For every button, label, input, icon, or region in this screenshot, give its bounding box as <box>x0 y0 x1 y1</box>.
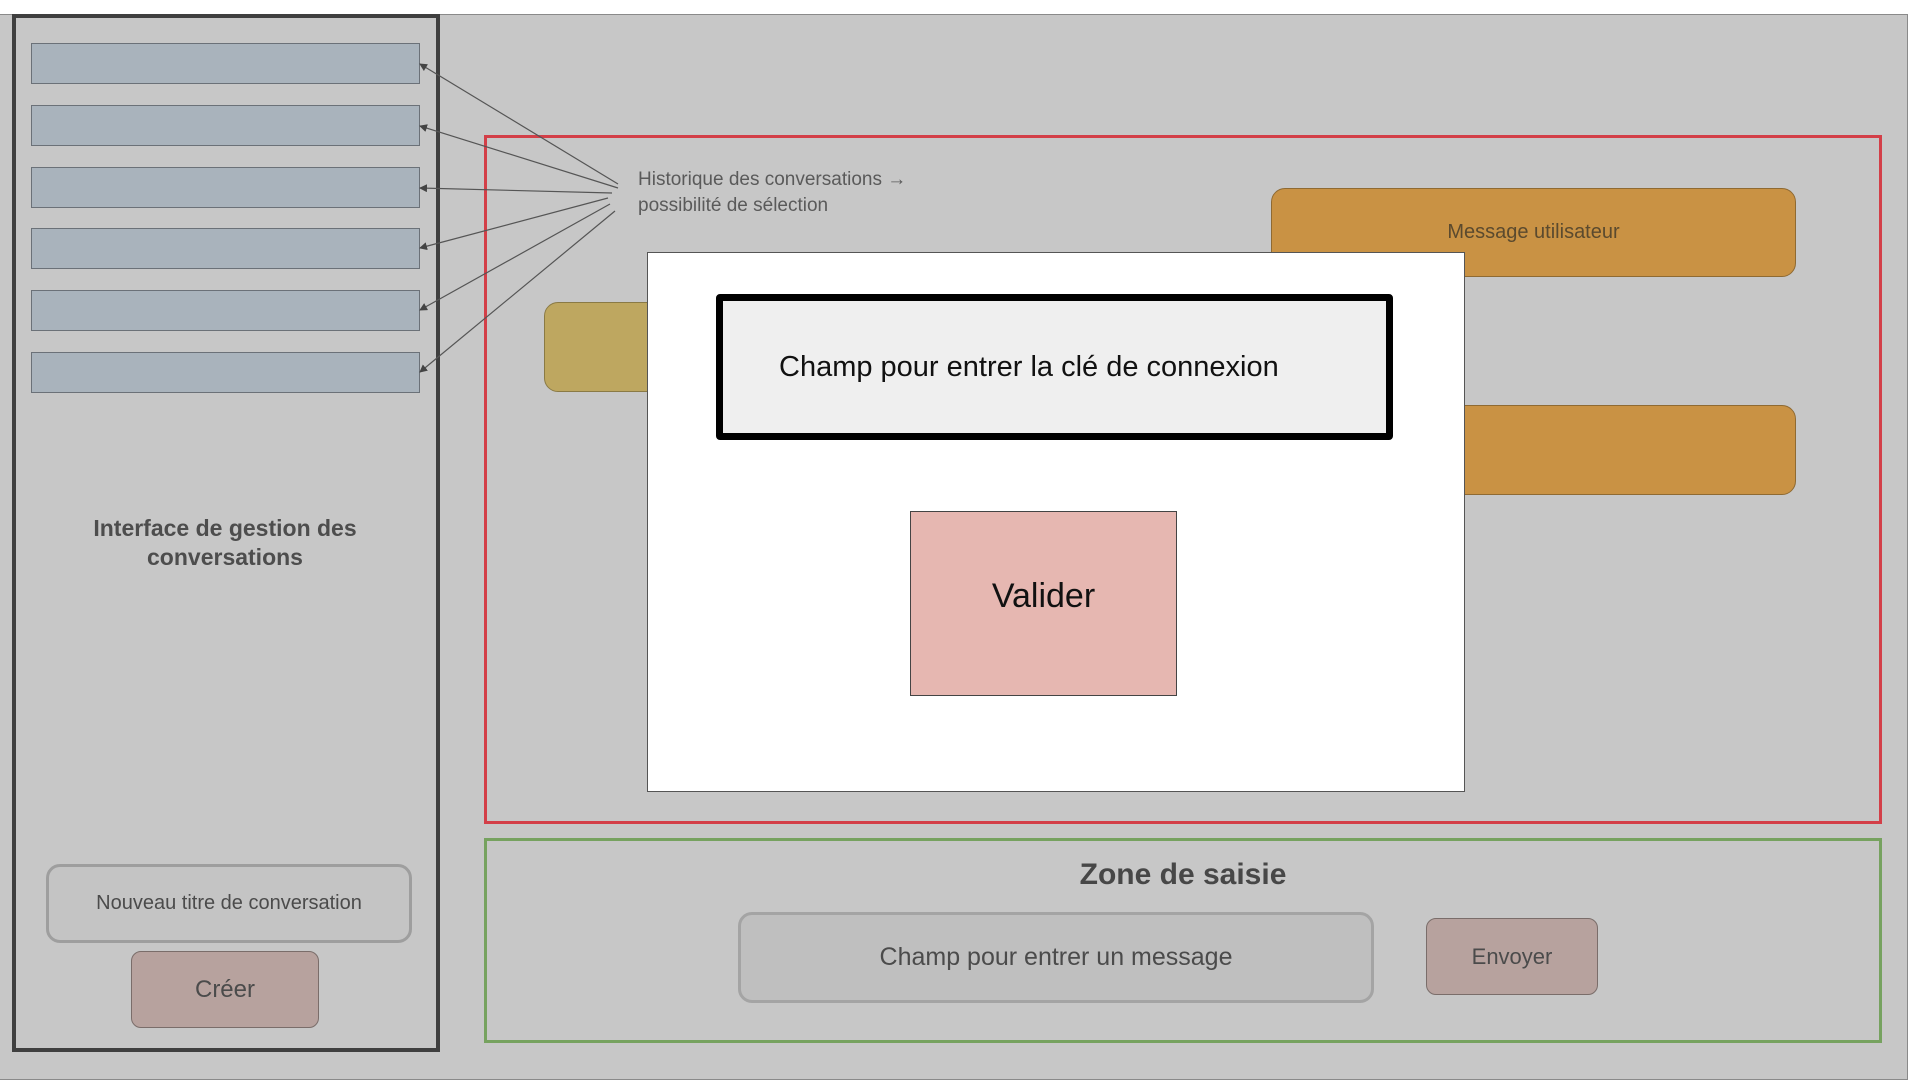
connection-key-label: Champ pour entrer la clé de connexion <box>779 350 1279 383</box>
conversation-sidebar <box>12 14 440 1052</box>
user-message-label: Message utilisateur <box>1447 221 1620 243</box>
history-annotation: Historique des conversations → possibili… <box>638 169 907 216</box>
new-conversation-title-input[interactable]: Nouveau titre de conversation <box>46 864 412 943</box>
create-button[interactable]: Créer <box>131 951 319 1028</box>
sidebar-title: Interface de gestion des conversations <box>93 515 357 570</box>
user-message-bubble: Message utilisateur <box>1271 188 1796 277</box>
validate-button[interactable]: Valider <box>910 511 1177 696</box>
history-item[interactable] <box>31 43 420 84</box>
history-item[interactable] <box>31 105 420 146</box>
history-item[interactable] <box>31 352 420 393</box>
chat-zone <box>484 135 1882 824</box>
history-item[interactable] <box>31 167 420 208</box>
message-input[interactable]: Champ pour entrer un message <box>738 912 1374 1003</box>
input-zone <box>484 838 1882 1043</box>
history-item[interactable] <box>31 290 420 331</box>
history-item[interactable] <box>31 228 420 269</box>
connection-key-input[interactable]: Champ pour entrer la clé de connexion <box>716 294 1393 440</box>
input-zone-title: Zone de saisie <box>1079 858 1287 891</box>
send-button[interactable]: Envoyer <box>1426 918 1598 995</box>
